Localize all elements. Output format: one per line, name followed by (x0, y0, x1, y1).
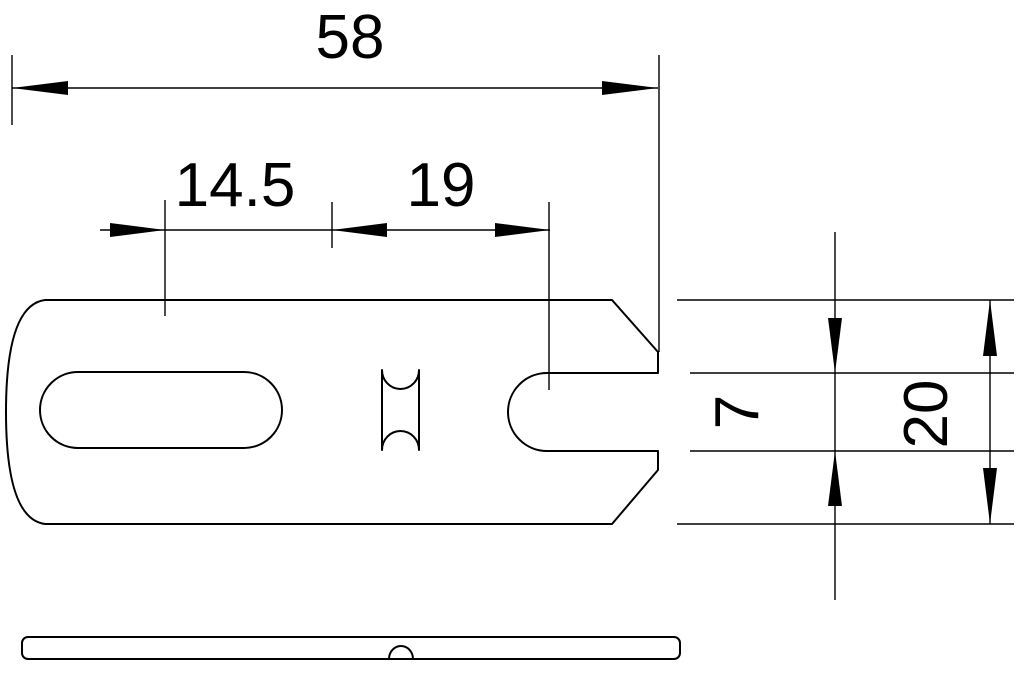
center-slot-hole (381, 369, 420, 451)
dim-58-arrow-left (12, 81, 68, 95)
dim-20-arrow-top (983, 300, 997, 356)
oblong-slot (39, 371, 283, 449)
dim-7-label: 7 (703, 395, 772, 429)
main-view (5, 299, 659, 525)
dimension-hole-spacing: 14.5 19 (100, 151, 550, 390)
dim-58-arrow-right (602, 81, 658, 95)
dim-19-label: 19 (407, 151, 476, 220)
side-view-plate (21, 636, 681, 660)
part-outline (5, 299, 659, 525)
dim-14-5-arrow-left (110, 223, 165, 237)
dim-7-arrow-bottom (828, 451, 842, 506)
dimension-overall-height: 20 (677, 299, 1014, 525)
dim-19-arrow-right (495, 223, 550, 237)
side-view (21, 636, 681, 660)
dim-7-arrow-top (828, 318, 842, 373)
dimension-overall-width: 58 (11, 3, 660, 352)
dimension-slot-height: 7 (690, 232, 1014, 600)
dim-20-label: 20 (892, 380, 961, 449)
dim-14-5-label: 14.5 (175, 151, 296, 220)
side-view-boss-bump (388, 645, 414, 660)
dim-shared-arrow-middle (332, 223, 387, 237)
dim-58-label: 58 (316, 3, 385, 72)
dim-20-arrow-bottom (983, 468, 997, 524)
